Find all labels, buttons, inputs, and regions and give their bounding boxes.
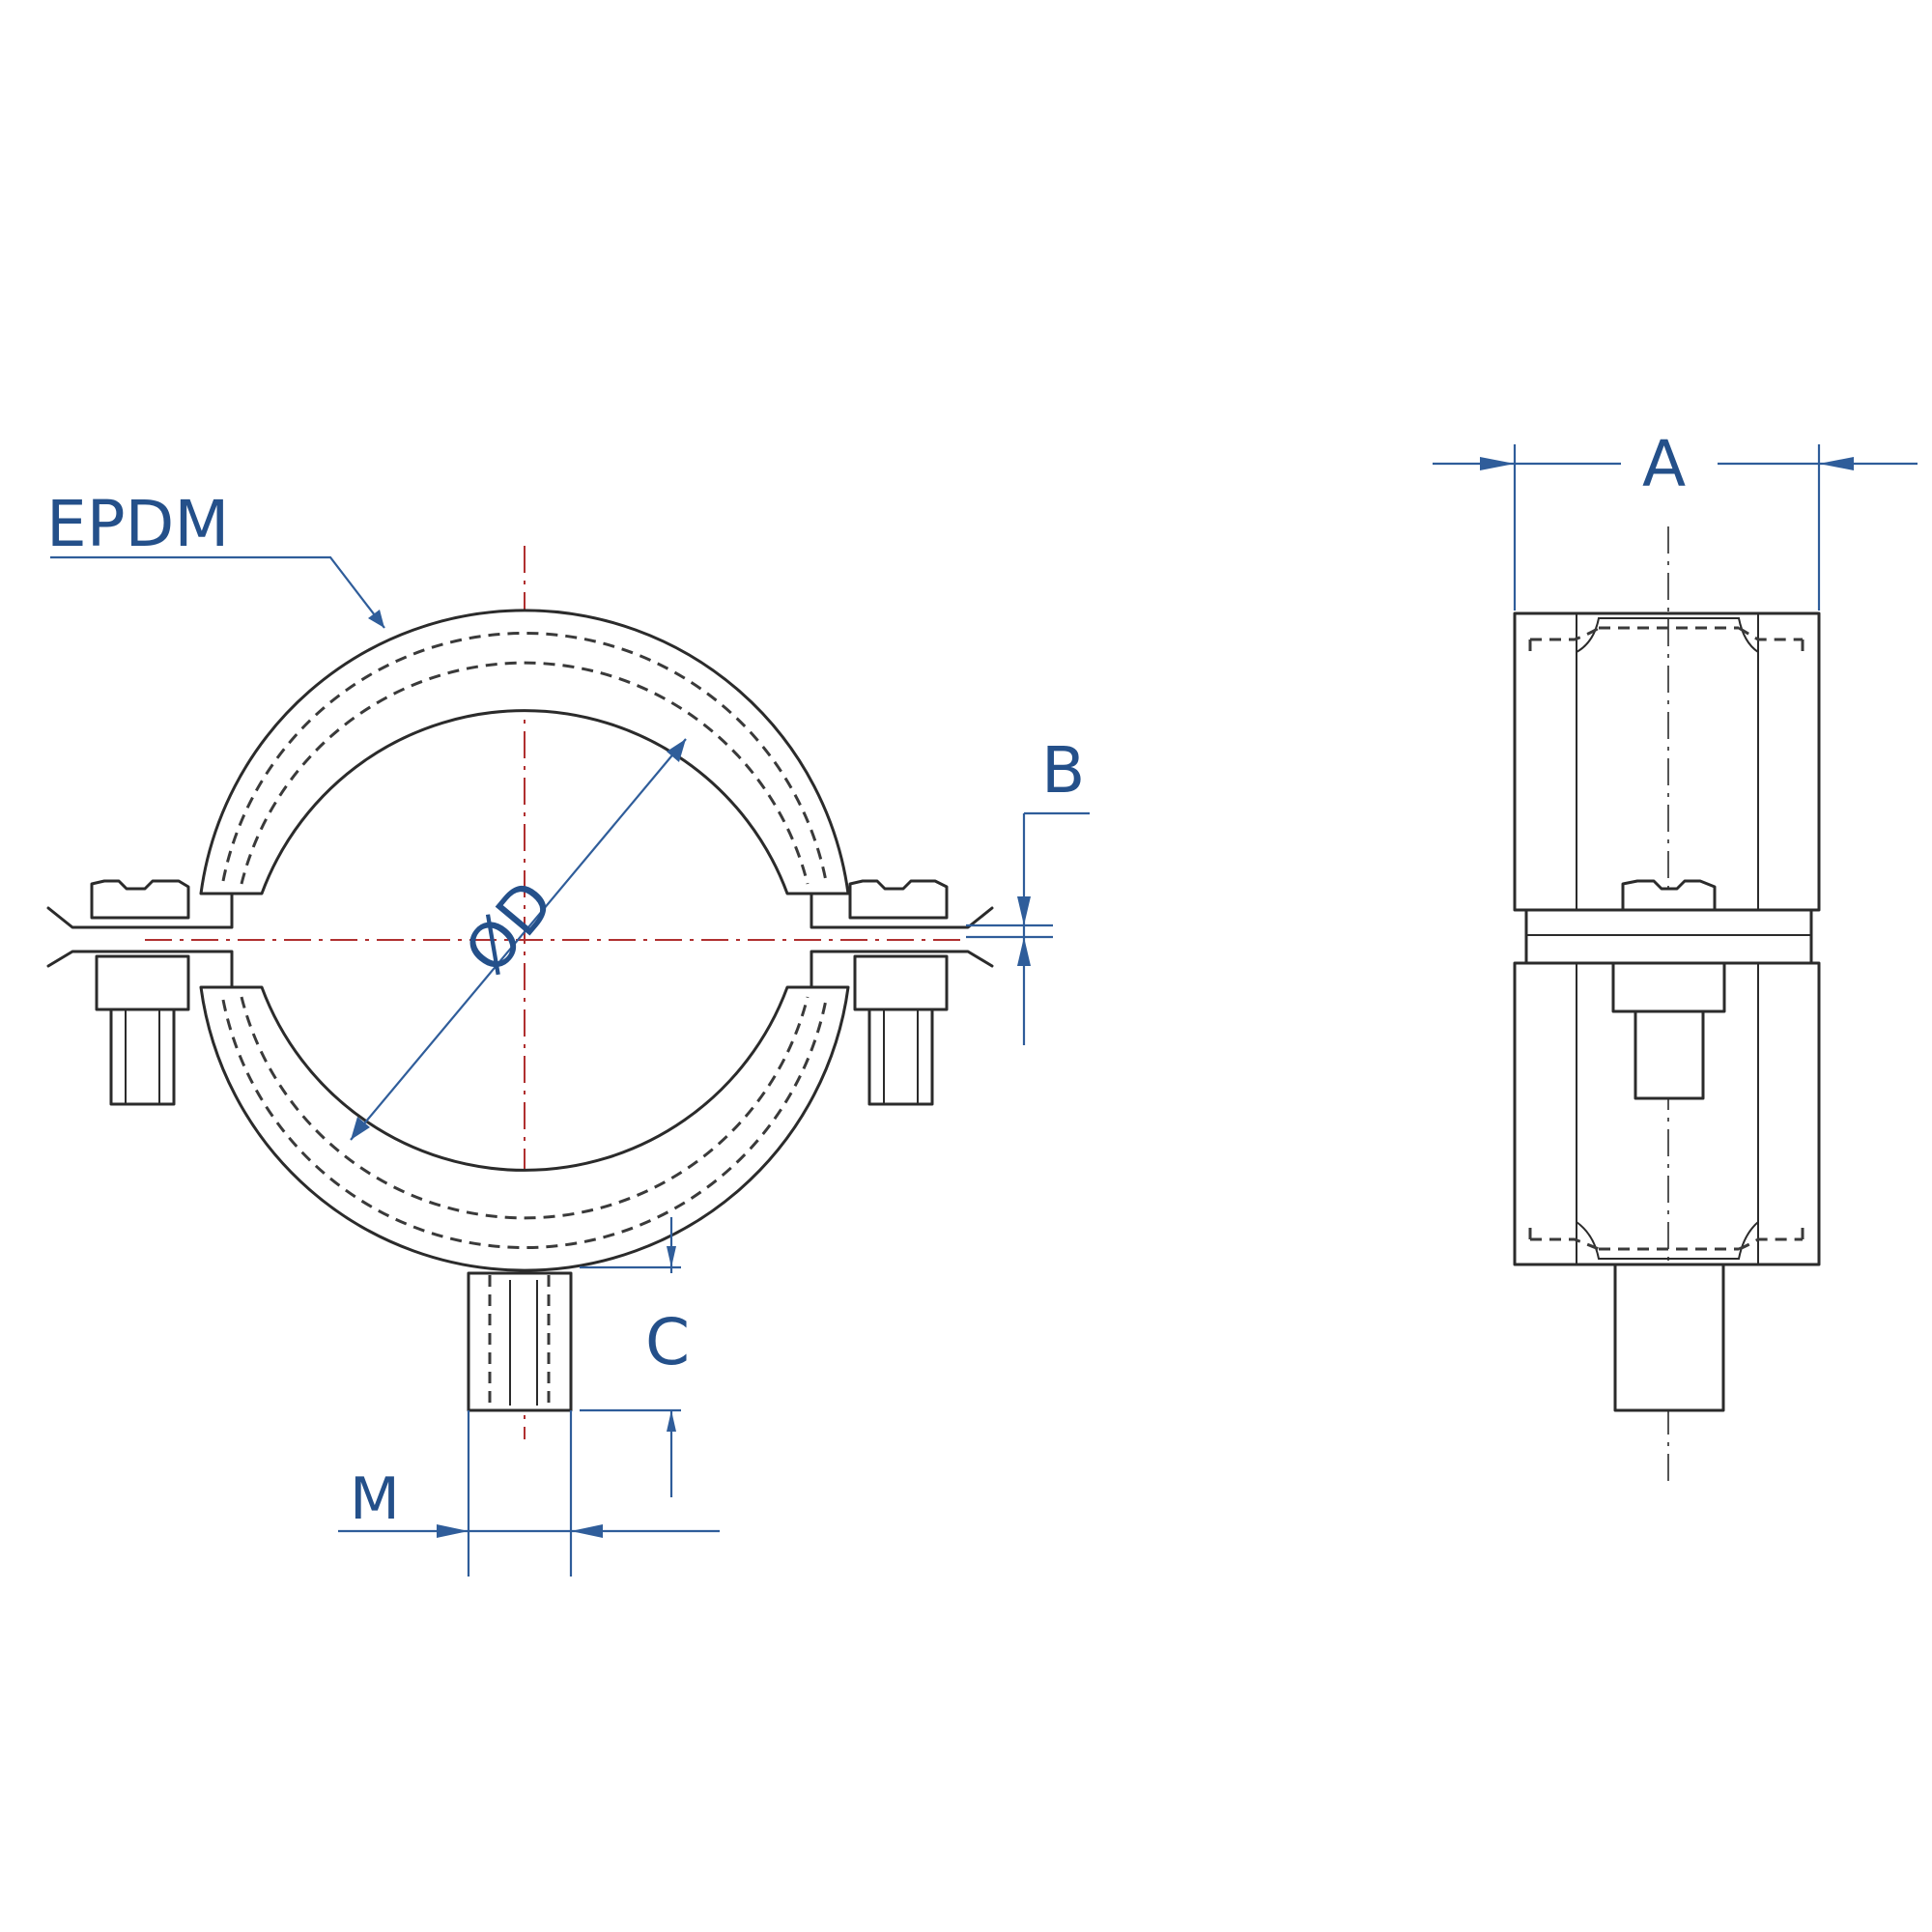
threaded-boss [467, 1271, 573, 1412]
left-screw-assembly [46, 879, 234, 1106]
side-flange [1524, 879, 1813, 1100]
upper-epdm-liner-inner [240, 661, 810, 885]
m-arrow-left [437, 1524, 469, 1538]
left-flange-upper [46, 892, 234, 929]
side-threaded-boss [1613, 1263, 1725, 1412]
right-screw-head [848, 879, 949, 920]
lower-clamp-half [199, 985, 850, 1272]
a-arrow-right [1819, 457, 1854, 470]
diameter-label: ØD [452, 867, 569, 987]
diameter-dimension-line [350, 738, 687, 1141]
lower-epdm-liner-inner [240, 996, 810, 1220]
upper-liner-curve [1576, 617, 1759, 653]
c-label: C [645, 1305, 690, 1379]
side-flange-plate [1524, 908, 1813, 965]
right-flange-upper [810, 892, 994, 929]
left-flange-lower [46, 950, 234, 989]
boss-body [467, 1271, 573, 1412]
b-dimension [966, 811, 1090, 1045]
side-screw-head [1621, 879, 1717, 912]
lower-liner-curve [1576, 1221, 1759, 1260]
right-flange-lower [810, 950, 994, 989]
epdm-leader [50, 555, 385, 629]
upper-liner-dashed [1528, 626, 1804, 657]
upper-body-outline [1513, 611, 1821, 912]
left-screw-shank [109, 1008, 176, 1106]
m-arrow-right [571, 1524, 603, 1538]
epdm-label: EPDM [46, 487, 229, 561]
left-nut [95, 954, 190, 1011]
b-arrow-upper [1017, 896, 1031, 925]
a-label: A [1642, 427, 1686, 501]
c-arrow-upper [667, 1246, 676, 1267]
m-label: M [350, 1465, 400, 1533]
side-screw-shank [1634, 1009, 1705, 1100]
b-arrow-lower [1017, 937, 1031, 966]
right-screw-assembly [810, 879, 994, 1106]
m-dimension [338, 1410, 720, 1577]
lower-liner-dashed [1528, 1220, 1804, 1251]
c-arrow-lower [667, 1410, 676, 1432]
a-dimension [1433, 444, 1918, 611]
right-nut [853, 954, 949, 1011]
c-dimension [580, 1217, 681, 1497]
side-nut [1611, 961, 1726, 1013]
upper-clamp-half [199, 609, 850, 895]
b-label: B [1041, 733, 1085, 808]
left-screw-head [90, 879, 190, 920]
a-arrow-left [1480, 457, 1515, 470]
diameter-arrow-lower [351, 1117, 370, 1140]
side-view: A [1433, 427, 1918, 1483]
diameter-dimension [350, 738, 687, 1141]
front-view: EPDM ØD B C [46, 487, 1090, 1577]
diameter-arrow-upper [667, 739, 686, 762]
epdm-leader-arrow [368, 610, 384, 628]
epdm-leader-line [50, 555, 385, 629]
upper-clamp-body [1513, 611, 1821, 912]
right-screw-shank [867, 1008, 934, 1106]
